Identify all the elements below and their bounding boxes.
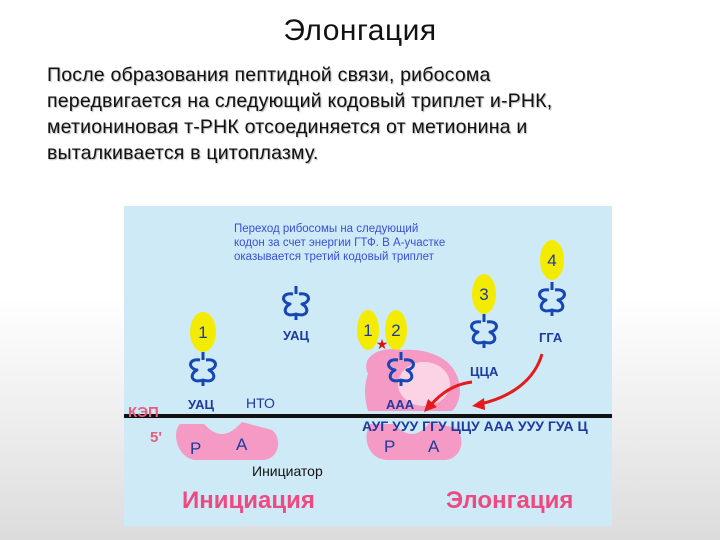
dipeptide-number-1: 1 (363, 321, 372, 340)
caption-line-2: кодон за счет энергии ГТФ. В А-участке (234, 237, 445, 249)
translation-diagram: Переход рибосомы на следующий кодон за с… (124, 206, 612, 526)
peptide-bond-star: ★ (376, 336, 389, 352)
body-line-3: метиониновая т-РНК отсоединяется от мети… (47, 116, 528, 138)
trna-4-amino-number: 4 (547, 251, 556, 270)
right-ribosome-small-subunit (366, 422, 462, 460)
arrow-trna-4 (479, 353, 544, 406)
trna-4: 4 ГГА (538, 240, 566, 345)
body-line-1: После образования пептидной связи, рибос… (47, 64, 491, 86)
arrow-trna-3 (428, 380, 473, 407)
left-site-a: А (236, 435, 248, 454)
slide-body-text: После образования пептидной связи, рибос… (47, 62, 687, 166)
left-site-p: Р (190, 439, 201, 458)
trna-3: 3 ЦЦА (470, 274, 499, 379)
initiator-label: Инициатор (252, 463, 323, 479)
trna-3-anticodon: ЦЦА (470, 364, 499, 379)
entry-arrows (424, 353, 544, 412)
body-line-2: передвигается на следующий кодовый трипл… (47, 90, 553, 112)
slide-title: Элонгация (283, 14, 437, 47)
dipeptide-number-2: 2 (391, 321, 400, 340)
ribosome-anticodon: ААА (386, 397, 415, 412)
nto-label: НТО (246, 395, 275, 411)
released-anticodon: УАЦ (283, 328, 309, 343)
caption-line-1: Переход рибосомы на следующий (234, 223, 418, 235)
mrna-codons: АУГ УУУ ГГУ ЦЦУ ААА УУУ ГУА Ц (362, 418, 588, 434)
trna-3-amino-number: 3 (479, 285, 488, 304)
five-prime-label: 5' (150, 429, 162, 446)
initiation-label: Инициация (182, 487, 315, 514)
body-line-4: выталкивается в цитоплазму. (47, 142, 319, 164)
left-amino-number: 1 (198, 323, 207, 342)
left-trna: 1 УАЦ (188, 312, 217, 412)
amino-acid-1 (357, 310, 379, 350)
caption-line-3: оказывается третий кодовый триплет (234, 251, 435, 263)
right-site-p: Р (384, 437, 395, 456)
cap-label: КЭП (128, 404, 159, 421)
released-trna: УАЦ (282, 284, 310, 343)
trna-4-anticodon: ГГА (539, 330, 563, 345)
left-anticodon: УАЦ (188, 397, 214, 412)
elongation-label: Элонгация (446, 487, 573, 514)
ribosome-trna: ААА (386, 350, 415, 412)
amino-acid-2 (385, 310, 407, 350)
right-site-a: А (428, 437, 440, 456)
left-ribosome-small-subunit (176, 422, 279, 460)
